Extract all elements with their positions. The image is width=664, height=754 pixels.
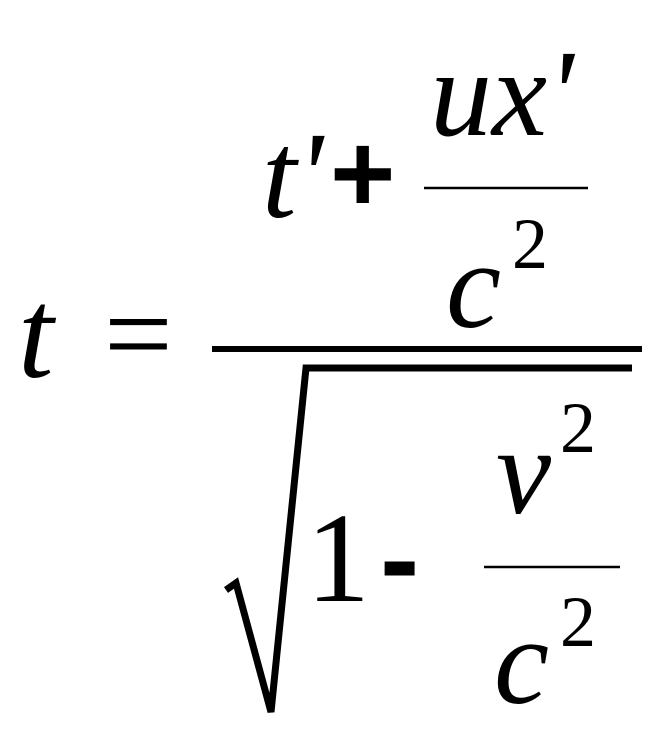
plus-sign: +	[330, 111, 396, 236]
equals-sign: =	[104, 267, 173, 402]
inner-denominator-c: c	[446, 217, 502, 354]
radicand-denominator-exponent-2: 2	[560, 582, 596, 662]
inner-numerator-ux-prime: ux'	[430, 25, 574, 162]
inner-denominator-exponent-2: 2	[512, 204, 548, 284]
radicand-numerator-exponent-2: 2	[560, 388, 596, 468]
minus-sign: -	[380, 493, 420, 625]
numerator-t-prime: t'	[262, 107, 323, 244]
radicand-denominator-c: c	[494, 593, 550, 730]
radical-sign	[223, 364, 632, 713]
radicand-numerator-v: v	[496, 403, 552, 540]
radicand-one: 1	[306, 487, 370, 629]
lhs-variable-t: t	[18, 263, 54, 405]
